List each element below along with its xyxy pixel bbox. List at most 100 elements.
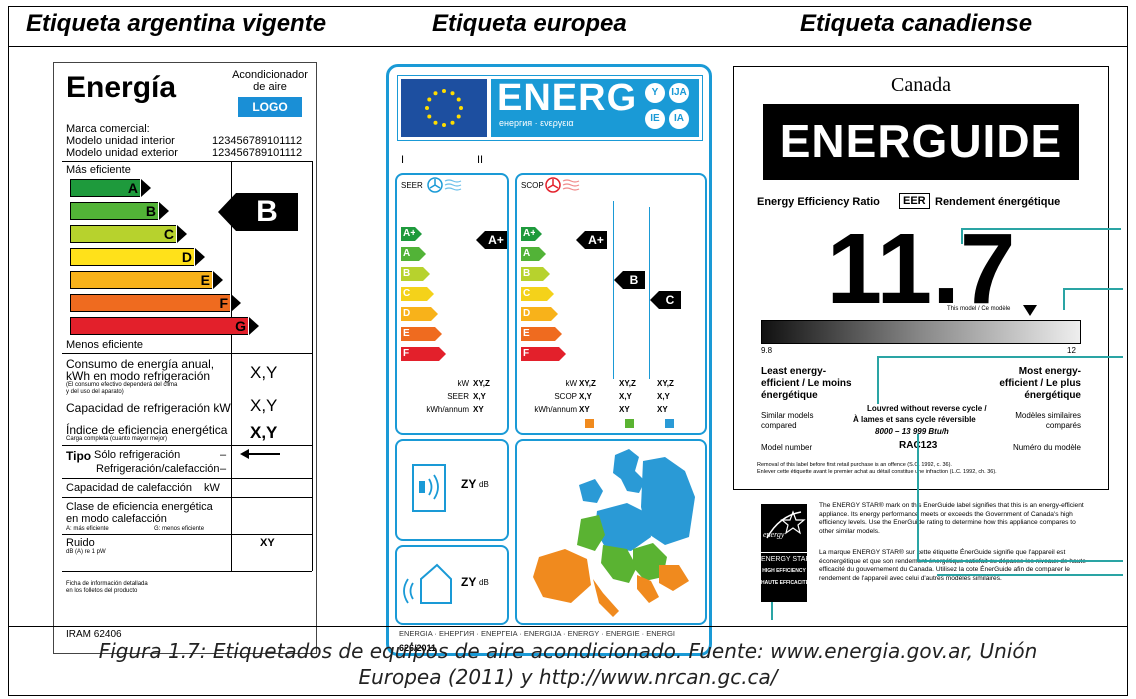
eu-seer-kwh-value: XY — [473, 405, 484, 414]
header-argentina: Etiqueta argentina vigente — [26, 10, 327, 37]
ar-noise-unit: dB (A) re 1 pW — [66, 549, 106, 555]
ar-product-2: de aire — [253, 81, 287, 93]
ar-efficiency-note: Carga completa (cuanto mayor mejor) — [66, 436, 168, 442]
eu-scop-scop-3: X,Y — [657, 392, 670, 401]
ca-most-2: efficient / Le plus — [999, 378, 1081, 389]
header-canada: Etiqueta canadiense — [800, 10, 1033, 37]
ar-class-bar-a: A — [70, 179, 151, 197]
eu-badge-2: IJA — [669, 83, 689, 103]
eu-scop-bar-3: C — [521, 287, 554, 301]
eu-flag-star — [450, 120, 455, 125]
eu-zone-square-1 — [625, 419, 634, 428]
eu-scop-bar-0: A+ — [521, 227, 542, 241]
ar-consumption-2: kWh en modo refrigeración — [66, 369, 211, 383]
ca-similar-fr-1: Modèles similaires — [1015, 411, 1081, 420]
ca-model-fr: Numéro du modèle — [1012, 443, 1081, 452]
ar-heating-class-2: en modo calefacción — [66, 513, 167, 525]
ar-class-letter: G — [235, 318, 246, 334]
ar-type-dash-1: – — [220, 449, 227, 461]
ar-class-bar-f: F — [70, 294, 241, 312]
eu-languages: ENERGIA · ЕНЕРГИЯ · ΕΝΕΡΓΕΙΑ · ENERGIJA … — [399, 629, 675, 638]
eu-seer-kw-label: kW — [457, 379, 469, 388]
eu-scop-kw-2: XY,Z — [619, 379, 636, 388]
eu-outdoor-house-icon — [403, 563, 452, 604]
header-divider — [8, 46, 1128, 47]
argentina-label: Energía Acondicionador de aire LOGO Marc… — [53, 62, 317, 654]
eu-flag-star — [427, 114, 432, 119]
ar-class-letter: B — [145, 203, 156, 219]
eu-seer-letter: A+ — [403, 228, 417, 239]
eu-flag-star — [433, 91, 438, 96]
ar-consumption-note-2: y del uso del aparato) — [66, 389, 124, 395]
eu-seer-rating: A+ — [488, 233, 504, 247]
eu-zone-square-0 — [585, 419, 594, 428]
ca-energuide-logo: ENERGUIDE — [779, 115, 1063, 167]
ca-star-text-en: The ENERGY STAR® mark on this EnerGuide … — [819, 502, 1084, 535]
ar-consumption-note-1: (El consumo efectivo dependerá del clima — [66, 382, 178, 388]
ca-similar-en-1: Similar models — [761, 411, 814, 420]
eu-seer-kw-value: XY,Z — [473, 379, 490, 388]
eu-scop-letter: B — [523, 268, 531, 279]
ca-star-line-2: HIGH EFFICIENCY — [762, 568, 806, 574]
eu-flag-icon — [401, 79, 487, 137]
ca-energy-star-logo — [761, 504, 807, 602]
ca-star-line-1: ENERGY STAR — [761, 552, 811, 563]
ar-class-bar-g: G — [70, 317, 259, 335]
ar-heating-class-1: Clase de eficiencia energética — [66, 501, 213, 513]
ca-least-3: énergétique — [761, 390, 818, 401]
ar-heating-capacity: Capacidad de calefacción — [66, 482, 192, 494]
ar-heating-g: G: menos eficiente — [154, 526, 205, 532]
ca-scale-max: 12 — [1067, 346, 1076, 355]
ca-most-3: énergétique — [1024, 390, 1081, 401]
eu-flag-star — [425, 106, 429, 110]
eu-seer-seer-label: SEER — [447, 392, 469, 401]
eu-flag-star — [442, 123, 446, 127]
eu-scop-letter: C — [523, 288, 531, 299]
ar-consumption-value: X,Y — [250, 363, 278, 382]
ar-most-efficient: Más eficiente — [66, 164, 131, 176]
eu-flag-star — [459, 106, 463, 110]
eu-badge-1: Y — [645, 83, 665, 103]
ar-outdoor-value: 123456789101112 — [212, 147, 303, 159]
caption-line-2: Europea (2011) y http://www.nrcan.gc.ca/ — [358, 665, 778, 689]
eu-scop-bar-4: D — [521, 307, 558, 321]
ca-removal-en: Removal of this label before first retai… — [757, 462, 952, 468]
ar-type-dash-2: – — [220, 463, 227, 475]
ca-ratio-abbr: EER — [899, 193, 930, 209]
canada-label: Canada ENERGUIDE Energy Efficiency Ratio… — [727, 60, 1127, 620]
eu-scop-scop-1: X,Y — [579, 392, 592, 401]
eu-scop-kwh-1: XY — [579, 405, 590, 414]
ar-indoor-value: 123456789101112 — [212, 135, 303, 147]
ca-most-1: Most energy- — [1018, 366, 1081, 377]
eu-seer-bar-0: A+ — [401, 227, 422, 241]
ca-model-marker-icon — [1022, 305, 1037, 316]
ar-cooling-value: X,Y — [250, 396, 278, 415]
ca-removal-fr: Enlever cette étiquette avant le premier… — [757, 469, 997, 475]
eu-scop-kw-label: kW — [565, 379, 577, 388]
ca-star-text-fr: La marque ENERGY STAR® sur cette étiquet… — [819, 549, 1086, 582]
ca-star-line-3: HAUTE EFFICACITÉ — [761, 580, 810, 586]
ar-outdoor-label: Modelo unidad exterior — [66, 147, 178, 159]
ar-class-bar-b: B — [70, 202, 169, 220]
ar-cooling-capacity: Capacidad de refrigeración kW — [66, 401, 231, 415]
ar-title: Energía — [66, 71, 177, 104]
ar-consumption-1: Consumo de energía anual, — [66, 357, 215, 371]
ar-rating-letter: B — [256, 195, 278, 228]
eu-scop-kw-3: XY,Z — [657, 379, 674, 388]
ar-rating-arrow: B — [218, 193, 298, 231]
ar-standard: IRAM 62406 — [66, 629, 122, 640]
eu-flag-star — [433, 120, 438, 125]
ca-energuide-banner — [763, 104, 1079, 180]
ar-noise-value: XY — [260, 537, 275, 549]
eu-seer-letter: A — [403, 248, 411, 259]
eu-seer-bar-6: F — [401, 347, 446, 361]
eu-flag-star — [427, 97, 432, 102]
eu-scop-kwh-2: XY — [619, 405, 630, 414]
eu-scop-bar-6: F — [521, 347, 566, 361]
eu-climate-map-icon — [533, 449, 695, 617]
ca-louvred-en: Louvred without reverse cycle / — [867, 404, 987, 413]
eu-seer-bar-5: E — [401, 327, 442, 341]
header-europe: Etiqueta europea — [432, 10, 627, 37]
eu-scop-scop-2: X,Y — [619, 392, 632, 401]
eu-scop-bar-2: B — [521, 267, 550, 281]
